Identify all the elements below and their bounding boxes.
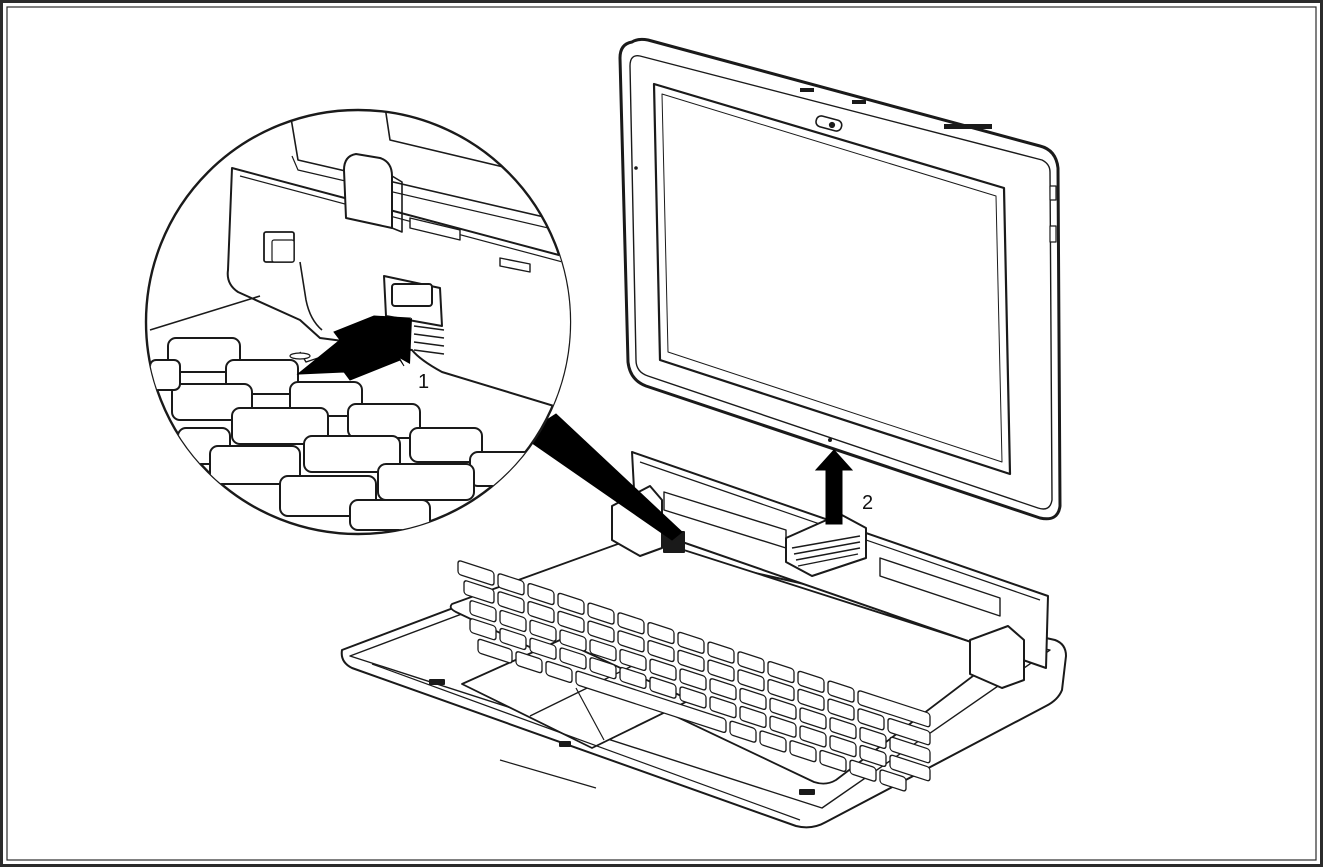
tablet-device [618, 37, 1062, 521]
step-2-label: 2 [862, 492, 874, 514]
dock-keys [457, 560, 931, 792]
step-1-label: 1 [418, 371, 430, 393]
push-arrow-icon-head [360, 318, 412, 364]
figure-inner-border [6, 6, 1317, 861]
lift-arrow-icon [814, 449, 854, 525]
